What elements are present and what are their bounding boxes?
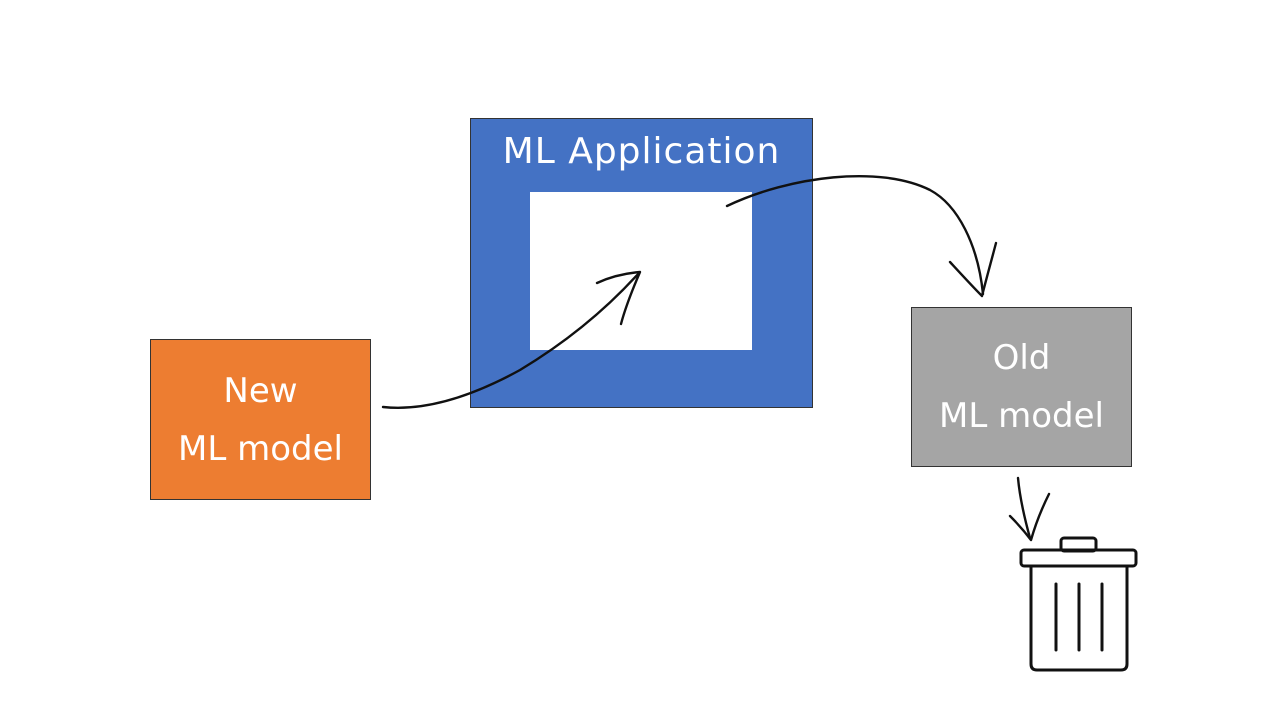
new-model-label-line1: New — [223, 370, 298, 411]
trash-can-icon — [1019, 536, 1138, 672]
ml-application-title: ML Application — [502, 131, 781, 172]
old-ml-model-box: Old ML model — [911, 307, 1132, 467]
model-slot — [530, 192, 752, 350]
new-ml-model-box: New ML model — [150, 339, 371, 500]
ml-application-box: ML Application — [470, 118, 813, 408]
old-model-label-line2: ML model — [939, 396, 1104, 436]
new-model-label-line2: ML model — [178, 428, 343, 469]
arrow-old-to-trash — [1008, 476, 1051, 542]
old-model-label-line1: Old — [992, 338, 1051, 378]
